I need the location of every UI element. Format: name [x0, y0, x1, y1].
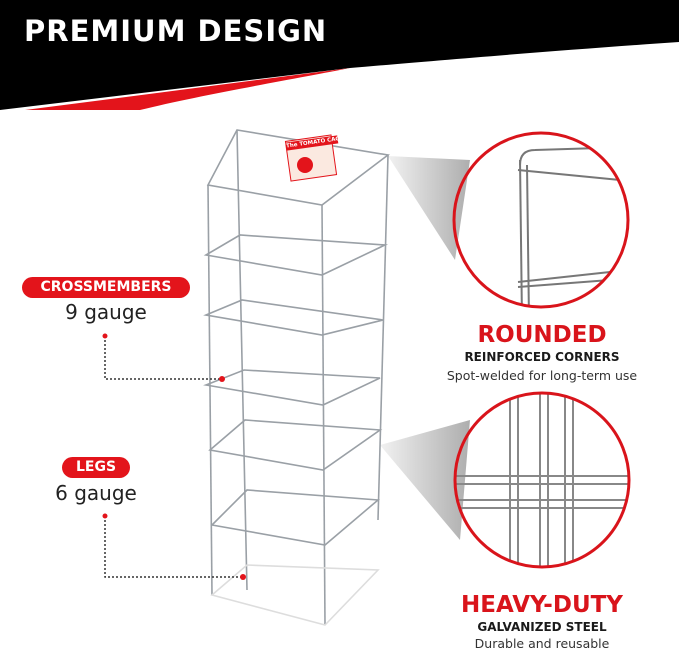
header-band: [0, 0, 679, 110]
red-swoosh: [25, 68, 350, 110]
cage-leg: [236, 129, 248, 591]
zoom-cone-top: [388, 156, 470, 260]
cage-leg: [377, 154, 389, 521]
feature-title: HEAVY-DUTY: [461, 592, 623, 618]
page-title: PREMIUM DESIGN: [24, 14, 328, 48]
cage-crossmember: [203, 369, 381, 406]
feature-subtitle: REINFORCED CORNERS: [464, 350, 620, 364]
leader-dot: [102, 513, 108, 519]
legs-gauge: 6 gauge: [55, 481, 137, 505]
leader-crossmembers: [104, 336, 222, 380]
feature-title: ROUNDED: [477, 322, 607, 348]
feature-description: Durable and reusable: [474, 636, 610, 651]
cage-crossmember: [206, 129, 390, 206]
cage-leg: [207, 184, 213, 596]
tomato-cage: [203, 129, 390, 626]
leader-dot: [219, 376, 225, 382]
cage-leg: [321, 204, 326, 626]
cage-crossmember: [210, 489, 381, 546]
legs-label: LEGS: [62, 457, 130, 478]
corner-closeup: [517, 147, 621, 307]
cage-crossmember: [203, 299, 384, 336]
leader-dot: [102, 333, 108, 339]
zoom-cone-bottom: [380, 420, 470, 540]
crossmembers-label: CROSSMEMBERS: [22, 277, 190, 298]
steel-closeup: [455, 393, 629, 567]
feature-subtitle: GALVANIZED STEEL: [477, 620, 607, 634]
leader-dot: [240, 574, 246, 580]
cage-crossmember: [208, 419, 383, 471]
tomato-logo: [297, 157, 313, 173]
leader-legs: [104, 516, 243, 578]
feature-description: Spot-welded for long-term use: [446, 368, 638, 383]
zoom-circle-corners: [452, 131, 630, 309]
cage-ground-outline: [210, 564, 380, 626]
zoom-circle-steel: [453, 391, 631, 569]
crossmembers-gauge: 9 gauge: [65, 300, 147, 324]
cage-crossmember: [203, 234, 389, 276]
